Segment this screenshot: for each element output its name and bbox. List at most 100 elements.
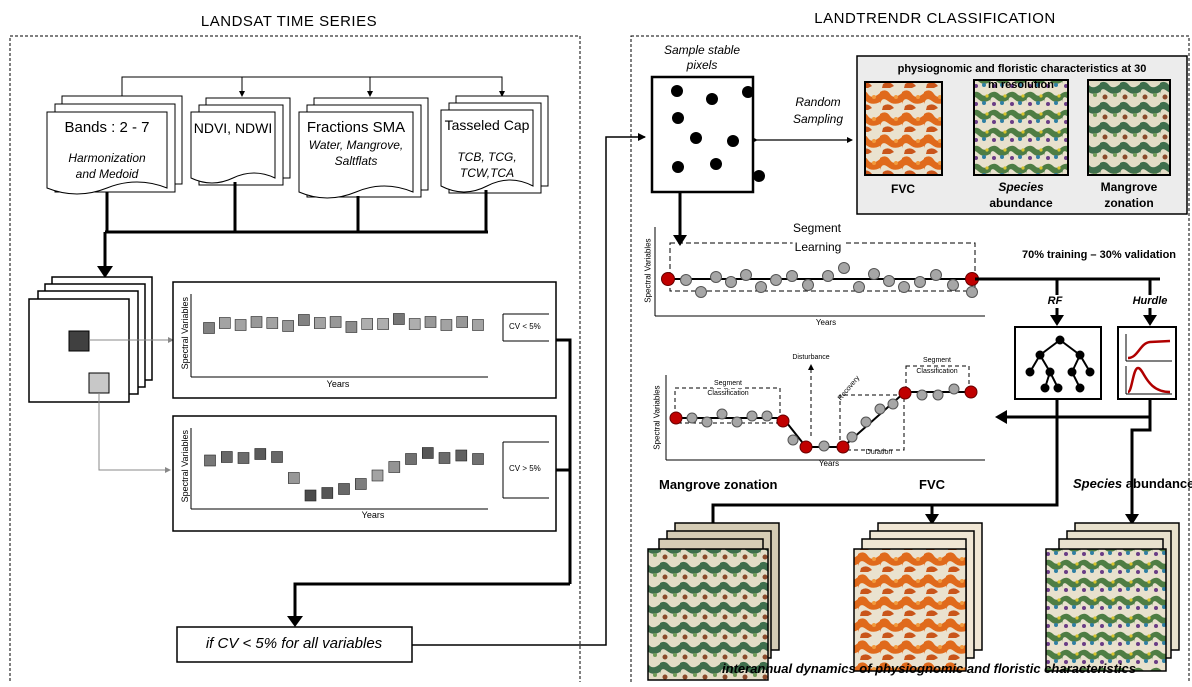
doc-tc-sub1: TCB, TCG, [457, 150, 517, 164]
unstable-series-point-0 [204, 454, 216, 467]
doc-stack-ndvi [190, 97, 291, 186]
learn-chart-points [661, 262, 979, 298]
doc-bands-sub1: Harmonization [68, 151, 146, 165]
unstable-series-point-7 [321, 487, 334, 499]
characteristics-title: physiognomic and floristic characteristi… [897, 63, 1147, 75]
map-species-label-1: Species [998, 180, 1044, 194]
seg-class-1b: Classification [707, 390, 749, 397]
learn-chart-ylabel: Spectral Variables [643, 238, 653, 303]
stable-series-point-11 [377, 318, 389, 330]
stable-chart-ylabel: Spectral Variables [179, 296, 190, 370]
doc-sma-sub2: Saltflats [334, 154, 378, 168]
unstable-series-point-11 [388, 461, 401, 473]
sample-pixels-box [650, 75, 755, 194]
stable-series-point-2 [234, 319, 247, 331]
unstable-pointer [98, 393, 171, 473]
stable-series-point-10 [361, 318, 374, 330]
unstable-chart-axes [190, 428, 488, 510]
fvc-arrowhead [925, 514, 939, 525]
map-fvc-label: FVC [891, 182, 915, 196]
doc-sma-title: Fractions SMA [306, 119, 406, 136]
doc-ndvi-title: NDVI, NDWI [193, 120, 273, 136]
classify-chart-points [669, 383, 978, 454]
cv-unstable-label: CV > 5% [509, 464, 541, 473]
stable-chart-xlabel: Years [326, 379, 350, 389]
hurdle-model-box [1117, 326, 1177, 400]
cv-bracket-unstable [502, 441, 549, 499]
doc-tc-sub2: TCW,TCA [459, 166, 515, 180]
species-arrowhead [1125, 514, 1139, 525]
unstable-series-point-4 [271, 451, 283, 463]
unstable-series-point-10 [371, 469, 384, 482]
classify-dashed-boxes [674, 365, 970, 451]
classify-chart-ylabel: Spectral Variables [652, 385, 662, 450]
map-zonation-label-1: Mangrove [1100, 180, 1158, 194]
random-label-2: Sampling [792, 112, 844, 126]
duration-label: Duration [865, 449, 893, 456]
doc-stack-bands [46, 95, 183, 195]
bottom-caption: interannual dynamics of physiognomic and… [722, 661, 1136, 676]
unstable-series-point-2 [237, 452, 250, 464]
condition-arrowhead [287, 616, 303, 627]
unstable-series-point-13 [421, 447, 434, 459]
seg-class-1a: Segment [712, 380, 744, 389]
doc-bands-title: Bands : 2 - 7 [64, 119, 150, 136]
segment-learning-label-2: Learning [792, 240, 844, 255]
unstable-series-point-8 [338, 483, 350, 495]
map-zonation-thumb [1087, 79, 1171, 176]
unstable-series-point-15 [455, 449, 468, 462]
unstable-chart-marks [204, 447, 484, 502]
model-output-connector [711, 399, 1152, 530]
cv-bracket-stable [502, 313, 549, 342]
unstable-series-point-9 [354, 478, 367, 490]
output-label-fvc: FVC [919, 477, 945, 492]
unstable-series-point-16 [472, 453, 484, 465]
unstable-chart-ylabel: Spectral Variables [179, 429, 190, 503]
stable-pixel [68, 330, 90, 352]
output-stack-zonation [647, 522, 780, 681]
cv-stable-label: CV < 5% [509, 322, 541, 331]
stable-series-point-5 [282, 320, 294, 332]
classify-chart-xlabel: Years [818, 459, 840, 468]
unstable-series-point-5 [287, 472, 300, 484]
right-panel-title: LANDTRENDR CLASSIFICATION [814, 10, 1056, 27]
rf-arrowhead [1050, 315, 1064, 326]
unstable-series-point-3 [254, 448, 267, 460]
unstable-chart-box [172, 415, 557, 532]
unstable-chart-xlabel: Years [361, 510, 385, 520]
map-species-thumb [973, 79, 1069, 176]
unstable-series-point-1 [221, 451, 233, 463]
stable-series-point-4 [266, 317, 279, 329]
learn-chart-axes [654, 227, 985, 317]
unstable-series-point-14 [438, 452, 451, 464]
rf-tree-icon [1025, 335, 1095, 393]
seg-class-2a: Segment [921, 357, 953, 366]
unstable-series-point-12 [405, 453, 417, 465]
output-label-species: Species abundance [1073, 476, 1192, 492]
stable-series-point-12 [393, 313, 405, 325]
stable-series-point-16 [456, 316, 469, 328]
doc-stack-tc [440, 95, 549, 194]
characteristics-title-2: m resolution [987, 79, 1055, 91]
stable-series-point-6 [298, 314, 310, 326]
landsat-image-stack [28, 276, 153, 403]
learn-chart-xlabel: Years [815, 318, 837, 327]
map-species-label-2: abundance [989, 196, 1053, 210]
stable-series-point-17 [472, 319, 484, 331]
doc-input-arrows [121, 76, 505, 100]
condition-to-sampling [412, 133, 646, 646]
stable-chart-marks [203, 313, 484, 334]
output-species-prefix: Species [1073, 476, 1123, 491]
classify-chart-axes [665, 375, 985, 461]
seg-class-2b: Classification [916, 368, 958, 375]
hurdle-label: Hurdle [1129, 295, 1171, 308]
output-species-suffix: abundance [1122, 476, 1192, 491]
doc-tc-title: Tasseled Cap [444, 117, 530, 133]
doc-merge-connector [103, 182, 488, 268]
unstable-pixel [88, 372, 110, 394]
stable-series-point-1 [219, 317, 231, 329]
doc-bands-sub2: and Medoid [75, 167, 139, 181]
sample-label-1: Sample stable [663, 43, 741, 57]
condition-text: if CV < 5% for all variables [205, 635, 383, 652]
